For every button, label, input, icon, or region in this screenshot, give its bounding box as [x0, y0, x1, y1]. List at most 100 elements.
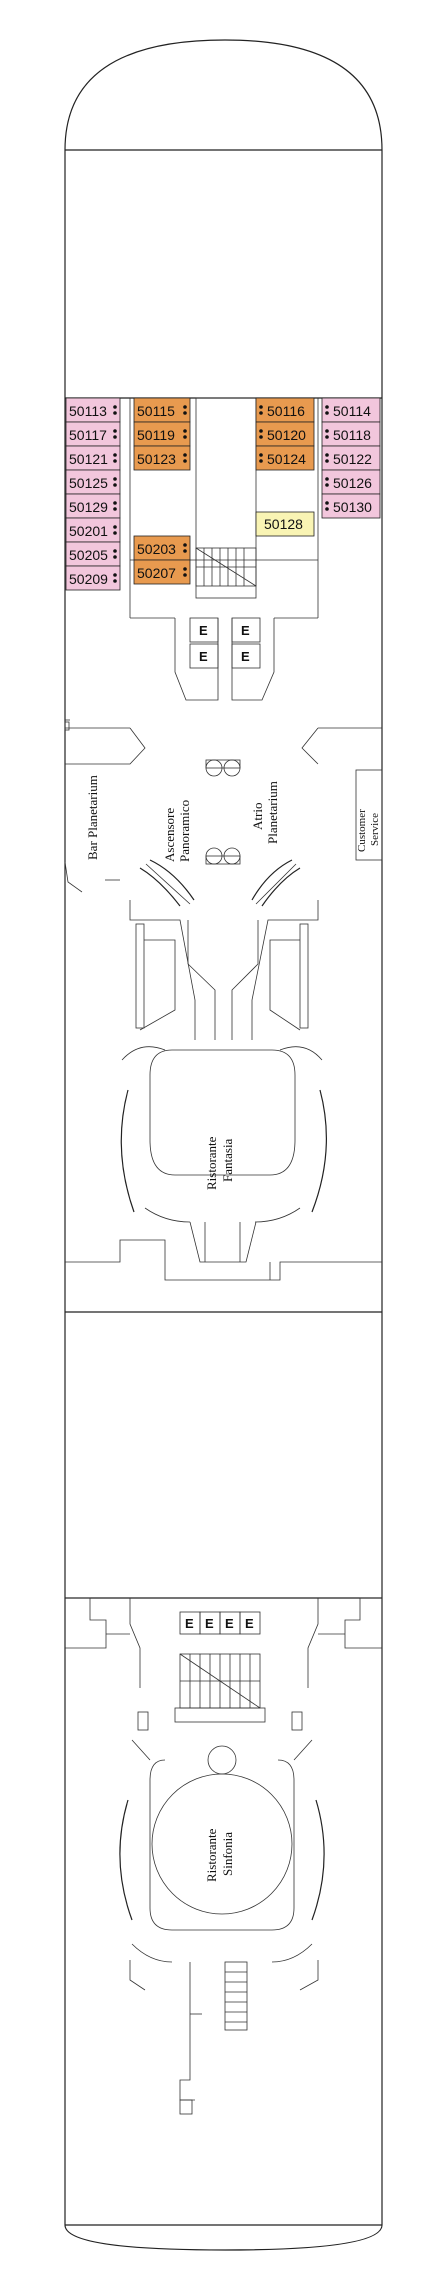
cabin-label: 50128 [264, 516, 303, 532]
atrium-walls [64, 719, 383, 893]
cabin-50117[interactable]: 50117 [65, 421, 121, 447]
aft-pillars [137, 1711, 303, 1731]
cabin-box [65, 541, 121, 567]
cabin-50119[interactable]: 50119 [133, 421, 191, 447]
cabin-label: 50209 [69, 571, 108, 587]
berth-dot [325, 453, 329, 457]
berth-dot [325, 459, 329, 463]
cabin-label: 50207 [137, 565, 176, 581]
cabin-label: 50130 [333, 499, 372, 515]
cabin-50125[interactable]: 50125 [65, 469, 121, 495]
berth-dot [113, 483, 117, 487]
cabin-box [133, 445, 191, 471]
cabin-50124[interactable]: 50124 [255, 445, 315, 471]
berth-dot [325, 429, 329, 433]
elevator-label: E [245, 1616, 254, 1631]
cabin-50207[interactable]: 50207 [133, 559, 191, 585]
berth-dot [113, 405, 117, 409]
cabin-label: 50126 [333, 475, 372, 491]
elevator-label: E [241, 623, 250, 638]
cabin-50121[interactable]: 50121 [65, 445, 121, 471]
ristorante-sinfonia-label: Ristorante Sinfonia [204, 1828, 235, 1882]
room-label: Service [369, 813, 381, 846]
cabin-50209[interactable]: 50209 [65, 565, 121, 591]
cabin-label: 50113 [69, 403, 107, 419]
cabin-50116[interactable]: 50116 [255, 397, 315, 423]
ristorante-fantasia [120, 1046, 327, 1263]
cabin-label: 50120 [267, 427, 306, 443]
cabin-50203[interactable]: 50203 [133, 535, 191, 561]
berth-dot [259, 405, 263, 409]
cabin-50120[interactable]: 50120 [255, 421, 315, 447]
elevator-label: E [205, 1616, 214, 1631]
berth-dot [183, 459, 187, 463]
cabin-50123[interactable]: 50123 [133, 445, 191, 471]
atrium-stairs [139, 859, 301, 907]
berth-dot [113, 507, 117, 511]
cabin-50122[interactable]: 50122 [321, 445, 381, 471]
cabin-50118[interactable]: 50118 [321, 421, 381, 447]
berth-dot [183, 573, 187, 577]
central-corridor-fore [195, 397, 257, 599]
berth-dot [325, 435, 329, 439]
cabin-label: 50116 [267, 403, 305, 419]
berth-dot [113, 573, 117, 577]
cabin-label: 50203 [137, 541, 176, 557]
ristorante-fantasia-label: Ristorante Fantasia [204, 1136, 235, 1190]
cabin-50126[interactable]: 50126 [321, 469, 381, 495]
cabin-box [65, 421, 121, 447]
cabin-box [65, 493, 121, 519]
cabin-50130[interactable]: 50130 [321, 493, 381, 519]
cabin-50205[interactable]: 50205 [65, 541, 121, 567]
berth-dot [259, 435, 263, 439]
room-label: Atrio [250, 803, 265, 830]
cabin-box [65, 517, 121, 543]
berth-dot [325, 507, 329, 511]
berth-dot [325, 477, 329, 481]
room-label: Customer [356, 809, 368, 852]
fantasia-aft-walls [65, 1239, 382, 1313]
berth-dot [183, 453, 187, 457]
cabin-label: 50125 [69, 475, 108, 491]
cabin-50201[interactable]: 50201 [65, 517, 121, 543]
cabin-box [255, 421, 315, 447]
hull-outline [64, 39, 383, 2251]
cabin-50129[interactable]: 50129 [65, 493, 121, 519]
berth-dot [183, 567, 187, 571]
right-outer-cabins: 50114 50118 50122 50126 50130 [321, 397, 381, 519]
berth-dot [183, 549, 187, 553]
elevator-label: E [185, 1616, 194, 1631]
elevator-label: E [241, 649, 250, 664]
berth-dot [113, 525, 117, 529]
berth-dot [113, 429, 117, 433]
panoramic-elevators [205, 759, 241, 865]
cabin-50115[interactable]: 50115 [133, 397, 191, 423]
elevator-label: E [225, 1616, 234, 1631]
aft-elevators: E E E E [179, 1611, 261, 1635]
berth-dot [259, 453, 263, 457]
elevator-label: E [199, 649, 208, 664]
room-label: Sinfonia [220, 1832, 235, 1876]
room-label: Bar Planetarium [85, 775, 100, 860]
cabin-box [321, 397, 381, 423]
room-label: Panoramico [177, 800, 192, 862]
berth-dot [113, 435, 117, 439]
ascensore-panoramico-label: Ascensore Panoramico [162, 800, 192, 862]
cabin-label: 50117 [69, 427, 107, 443]
cabin-50128[interactable]: 50128 [255, 511, 315, 537]
cabin-label: 50121 [69, 451, 108, 467]
cabin-50113[interactable]: 50113 [65, 397, 121, 423]
berth-dot [113, 411, 117, 415]
cabin-label: 50129 [69, 499, 108, 515]
right-inner-cabins: 50116 50120 50124 [255, 397, 315, 471]
cabin-50114[interactable]: 50114 [321, 397, 381, 423]
berth-dot [113, 453, 117, 457]
cabin-box [133, 535, 191, 561]
aft-upper-walls [65, 1597, 382, 1688]
room-label: Ristorante [204, 1136, 219, 1190]
fore-staircase [195, 547, 257, 587]
cabin-label: 50122 [333, 451, 372, 467]
cabin-label: 50114 [333, 403, 371, 419]
room-label: Ascensore [162, 808, 177, 862]
